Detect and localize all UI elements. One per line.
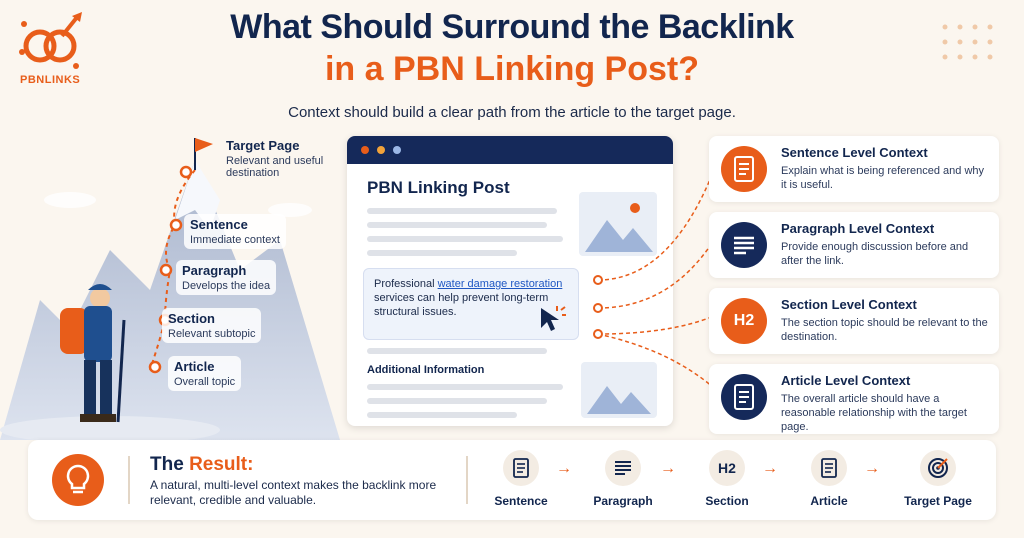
backlink-anchor-link[interactable]: water damage restoration xyxy=(437,278,563,290)
document-icon xyxy=(811,450,847,486)
backlink-sentence-box: Professional water damage restoration se… xyxy=(363,268,579,340)
flow-paragraph: Paragraph xyxy=(578,450,668,508)
image-placeholder-icon xyxy=(579,192,657,256)
card-paragraph-level: Paragraph Level Context Provide enough d… xyxy=(709,212,999,278)
divider xyxy=(128,456,130,504)
decorative-dots-icon xyxy=(942,24,993,60)
page-title-line2: in a PBN Linking Post? xyxy=(324,50,700,88)
hiker-icon xyxy=(60,284,126,423)
browser-title-bar xyxy=(347,136,673,164)
text-line xyxy=(367,412,517,418)
divider xyxy=(466,456,468,504)
linking-post-browser-mockup: PBN Linking Post Professional water dama… xyxy=(347,136,673,426)
step-article: Article Overall topic xyxy=(168,356,242,391)
flow-sentence: Sentence xyxy=(476,450,566,508)
image-placeholder-icon xyxy=(581,362,657,418)
step-target-page: Target Page Relevant and useful destinat… xyxy=(226,138,324,179)
mountain-illustration xyxy=(0,138,340,440)
additional-info-heading: Additional Information xyxy=(367,364,485,376)
step-sentence: Sentence Immediate context xyxy=(184,214,286,249)
window-dot-icon xyxy=(377,146,385,154)
list-icon xyxy=(605,450,641,486)
arrow-right-icon: → xyxy=(556,460,572,477)
step-section: Section Relevant subtopic xyxy=(162,308,262,343)
lightbulb-icon xyxy=(52,454,104,506)
window-dot-icon xyxy=(393,146,401,154)
result-title: The Result: xyxy=(150,454,254,475)
result-panel: The Result: A natural, multi-level conte… xyxy=(28,440,996,520)
h2-icon: H2 xyxy=(709,450,745,486)
text-line xyxy=(367,222,547,228)
h2-icon: H2 xyxy=(721,298,767,344)
cursor-icon xyxy=(541,306,566,331)
flow-target-page: Target Page xyxy=(888,450,988,508)
step-paragraph: Paragraph Develops the idea xyxy=(176,260,277,295)
post-title: PBN Linking Post xyxy=(367,178,510,197)
text-line xyxy=(367,208,557,214)
flow-article: Article xyxy=(784,450,874,508)
arrow-right-icon: → xyxy=(762,460,778,477)
text-line xyxy=(367,398,547,404)
card-section-level: H2 Section Level Context The section top… xyxy=(709,288,999,354)
logo-text: PBNLINKS xyxy=(20,74,81,86)
document-icon xyxy=(721,374,767,420)
card-sentence-level: Sentence Level Context Explain what is b… xyxy=(709,136,999,202)
page-title-line1: What Should Surround the Backlink xyxy=(230,8,794,46)
text-line xyxy=(367,384,563,390)
document-icon xyxy=(503,450,539,486)
connector-lines xyxy=(593,169,715,389)
flow-section: H2 Section xyxy=(682,450,772,508)
page-subtitle: Context should build a clear path from t… xyxy=(288,104,736,121)
arrow-right-icon: → xyxy=(660,460,676,477)
text-line xyxy=(367,250,517,256)
window-dot-icon xyxy=(361,146,369,154)
target-icon xyxy=(920,450,956,486)
text-line xyxy=(367,348,547,354)
card-article-level: Article Level Context The overall articl… xyxy=(709,364,999,434)
document-icon xyxy=(721,146,767,192)
list-icon xyxy=(721,222,767,268)
text-line xyxy=(367,236,563,242)
arrow-right-icon: → xyxy=(864,460,880,477)
result-text: A natural, multi-level context makes the… xyxy=(150,478,437,507)
pbnlinks-logo-icon xyxy=(19,12,82,69)
